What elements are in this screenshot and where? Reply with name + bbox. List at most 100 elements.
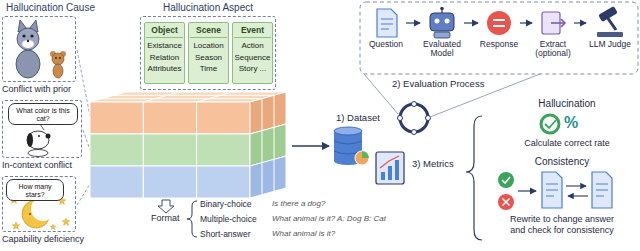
section-heading: Hallucination Cause: [6, 2, 95, 14]
consistency-icons-part: [498, 194, 514, 210]
layered-cube-part: [262, 95, 274, 194]
question-icon-part: [377, 9, 397, 37]
cat-mouse-cartoon-part: [17, 28, 39, 50]
node-body: Rewrite to change answer and check for c…: [503, 214, 621, 236]
cause-panel: Conflict with prior: [2, 16, 88, 95]
cat-mouse-cartoon: [16, 20, 66, 78]
cause-link-lines-part: [77, 184, 90, 205]
node-body: Calculate correct rate: [500, 138, 634, 149]
node-label: 3) Metrics: [412, 158, 462, 169]
consistency-icons-part: [568, 195, 588, 196]
example-question: What animal is it?: [272, 229, 335, 239]
stage-section: 1) Dataset: [330, 112, 392, 170]
correct-rate-icon-part: [545, 120, 556, 128]
pipeline-step: Question: [366, 6, 406, 49]
metric-box: ConsistencyRewrite to change answer and …: [488, 156, 636, 236]
metrics-icon-part: [395, 160, 399, 180]
pipeline-step: Response: [478, 6, 520, 49]
extract-icon-part: [561, 19, 565, 27]
evaluation-cycle-icon-part: [398, 116, 403, 121]
node-label: Hallucination: [500, 98, 634, 110]
format-arrow-part: [158, 200, 174, 213]
database-icon: [334, 127, 369, 165]
node-label: Question: [366, 40, 406, 49]
cause-link-lines: [77, 50, 90, 205]
cat-mouse-cartoon-part: [52, 53, 64, 65]
metrics-icon-part: [388, 166, 392, 180]
evaluation-cycle-icon: [398, 102, 431, 135]
consistency-icons-part: [596, 184, 608, 196]
icon-space: [488, 168, 636, 214]
aspect-group: Hallucination AspectObjectExistance Rela…: [140, 2, 276, 90]
layered-cube-part: [102, 92, 274, 102]
response-icon-part: [487, 11, 511, 35]
extract-icon-part: [551, 22, 564, 24]
model-icon-part: [435, 19, 440, 24]
node-body: Location Season Time: [190, 40, 227, 75]
metrics-icon-part: [376, 152, 404, 184]
format-label: Format: [151, 213, 180, 224]
moon-cartoon-part: [62, 218, 70, 225]
node-label: LLM Judge: [586, 40, 634, 49]
moon-cartoon: [10, 196, 70, 229]
node-label: 1) Dataset: [336, 112, 392, 123]
dog-cartoon-part: [46, 134, 51, 139]
flow-arrow: [574, 22, 586, 23]
format-option: Multiple-choice: [200, 214, 257, 224]
metrics-icon: [376, 152, 404, 184]
dataset-arrow: [292, 145, 329, 146]
cat-mouse-cartoon-part: [22, 40, 34, 48]
response-icon-part: [493, 20, 505, 26]
cause-panel: Capability deficiency How many stars?: [2, 176, 88, 245]
extract-icon: [542, 12, 565, 34]
image-frame: [2, 16, 76, 82]
aspect-box: ObjectExistance Relation Attributes: [144, 22, 185, 84]
model-icon-part: [430, 13, 454, 31]
format-option: Binary-choice: [200, 199, 252, 209]
judge-icon: [597, 6, 623, 37]
speech-bubble: How many stars?: [6, 179, 64, 201]
moon-cartoon-part: [12, 222, 20, 229]
node-label: Capability deficiency: [2, 234, 88, 245]
pipeline-step: Extract (optional): [532, 6, 574, 59]
node-label: Response: [478, 40, 520, 49]
node-label: How many stars?: [10, 183, 60, 199]
database-icon-part: [334, 127, 362, 135]
node-label: What color is this cat?: [12, 107, 74, 123]
cause-link-lines-part: [83, 130, 90, 150]
evaluation-cycle-icon-part: [412, 130, 417, 135]
consistency-icons-part: [503, 199, 510, 206]
speech-bubble: What color is this cat?: [8, 103, 78, 125]
cat-mouse-cartoon-part: [22, 34, 25, 37]
stage-section: 2) Evaluation Process: [392, 78, 492, 138]
judge-icon-part: [597, 32, 623, 37]
layered-cube-part: [143, 134, 196, 166]
cat-mouse-cartoon-part: [27, 40, 29, 42]
cat-mouse-cartoon-part: [16, 50, 40, 78]
model-icon-part: [434, 32, 450, 38]
database-icon-part: [362, 151, 369, 158]
layered-cube-part: [143, 166, 196, 198]
database-icon-part: [355, 151, 369, 165]
cause-panel: In-context conflictWhat color is this ca…: [2, 100, 88, 171]
evaluation-cycle-icon-part: [400, 104, 428, 132]
model-icon: [430, 7, 454, 38]
correct-rate-icon: [541, 115, 559, 133]
percent-symbol: %: [564, 113, 578, 132]
aspect-box: SceneLocation Season Time: [188, 22, 229, 84]
node-label: Consistency: [488, 156, 636, 168]
pipeline-step: Evaluated Model: [420, 6, 464, 59]
consistency-icons-part: [502, 177, 510, 183]
evaluation-link-lines: [364, 74, 540, 117]
dog-cartoon-part: [27, 133, 33, 147]
node-label: 2) Evaluation Process: [392, 78, 492, 89]
format-option: Short-answer: [200, 229, 251, 239]
metrics-brace: [466, 116, 482, 240]
question-icon-part: [381, 19, 393, 29]
aspect-box: EventAction Sequence Story ...: [232, 22, 273, 84]
question-icon: [377, 9, 397, 37]
flow-arrow: [464, 22, 478, 23]
